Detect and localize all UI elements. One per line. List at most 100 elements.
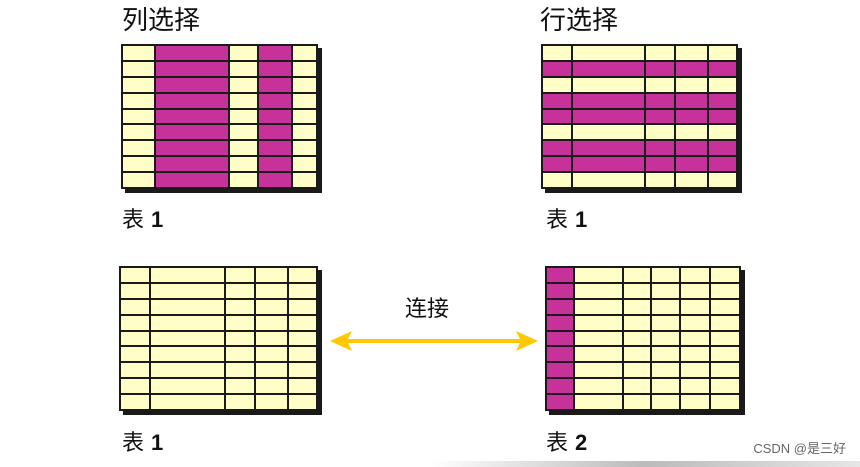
table-cell <box>254 377 289 395</box>
table-cell <box>257 91 293 110</box>
table-cell <box>650 266 682 284</box>
table-row <box>540 171 739 189</box>
table-cell <box>573 266 624 284</box>
table-cell <box>621 329 653 348</box>
table-row <box>120 155 319 173</box>
table-cell <box>257 44 293 62</box>
join-left-table <box>118 266 319 411</box>
table-cell <box>120 107 157 126</box>
table-cell <box>679 345 711 364</box>
table-cell <box>679 313 711 332</box>
table-cell <box>544 297 576 316</box>
table-cell <box>290 44 319 62</box>
table-cell <box>118 266 152 284</box>
table-cell <box>224 329 257 348</box>
table-row <box>544 313 742 332</box>
table-cell <box>706 123 739 142</box>
table-cell <box>644 59 677 78</box>
table-cell <box>621 345 653 364</box>
table-cell <box>650 297 682 316</box>
row-selection-table <box>540 44 739 189</box>
table-cell <box>286 329 319 348</box>
table-row <box>540 123 739 142</box>
table-cell <box>224 266 257 284</box>
table-cell <box>706 139 739 158</box>
table-row <box>544 361 742 380</box>
table-cell <box>290 107 319 126</box>
table-cell <box>644 139 677 158</box>
table-cell <box>573 281 624 300</box>
table-cell <box>120 123 157 142</box>
table-cell <box>257 123 293 142</box>
table-cell <box>540 155 574 173</box>
table-cell <box>674 91 709 110</box>
table-cell <box>149 393 227 411</box>
table-cell <box>228 155 260 173</box>
table-cell <box>286 361 319 380</box>
table-row <box>120 59 319 78</box>
table-row <box>544 281 742 300</box>
table-cell <box>540 123 574 142</box>
table-cell <box>644 155 677 173</box>
table-cell <box>540 59 574 78</box>
table-row <box>544 377 742 395</box>
table-cell <box>290 75 319 94</box>
table-cell <box>224 345 257 364</box>
table-cell <box>228 139 260 158</box>
table-cell <box>573 329 624 348</box>
table-cell <box>154 155 231 173</box>
table-cell <box>573 361 624 380</box>
table-cell <box>290 155 319 173</box>
table-row <box>118 329 319 348</box>
table-cell <box>621 313 653 332</box>
table-cell <box>674 44 709 62</box>
caption-number: 1 <box>575 207 588 232</box>
table-row <box>118 266 319 284</box>
table-cell <box>228 44 260 62</box>
table-cell <box>257 155 293 173</box>
table-cell <box>650 281 682 300</box>
table-cell <box>674 171 709 189</box>
table-cell <box>679 361 711 380</box>
table-cell <box>120 155 157 173</box>
table-cell <box>540 107 574 126</box>
table-cell <box>118 345 152 364</box>
table-cell <box>621 266 653 284</box>
table-cell <box>650 377 682 395</box>
table-cell <box>571 155 647 173</box>
table-cell <box>120 44 157 62</box>
table-cell <box>571 107 647 126</box>
table-cell <box>706 75 739 94</box>
table-cell <box>644 44 677 62</box>
table-cell <box>544 281 576 300</box>
table-cell <box>571 139 647 158</box>
table-cell <box>257 139 293 158</box>
table-cell <box>544 266 576 284</box>
table-cell <box>254 361 289 380</box>
table-cell <box>708 345 742 364</box>
table-row <box>118 393 319 411</box>
table-cell <box>708 393 742 411</box>
table-cell <box>571 59 647 78</box>
table-cell <box>573 297 624 316</box>
table-cell <box>254 313 289 332</box>
bottom-bar <box>0 461 860 467</box>
table-cell <box>706 107 739 126</box>
table-row <box>120 107 319 126</box>
table-cell <box>120 91 157 110</box>
table-cell <box>149 313 227 332</box>
table-cell <box>540 44 574 62</box>
table-row <box>118 297 319 316</box>
join-label: 连接 <box>405 297 450 322</box>
table-cell <box>149 266 227 284</box>
table-cell <box>154 171 231 189</box>
table-cell <box>706 44 739 62</box>
table-cell <box>290 123 319 142</box>
table-cell <box>573 313 624 332</box>
table-cell <box>650 313 682 332</box>
table-row <box>120 75 319 94</box>
table-cell <box>257 59 293 78</box>
table-cell <box>706 59 739 78</box>
table-cell <box>650 345 682 364</box>
table-cell <box>679 377 711 395</box>
